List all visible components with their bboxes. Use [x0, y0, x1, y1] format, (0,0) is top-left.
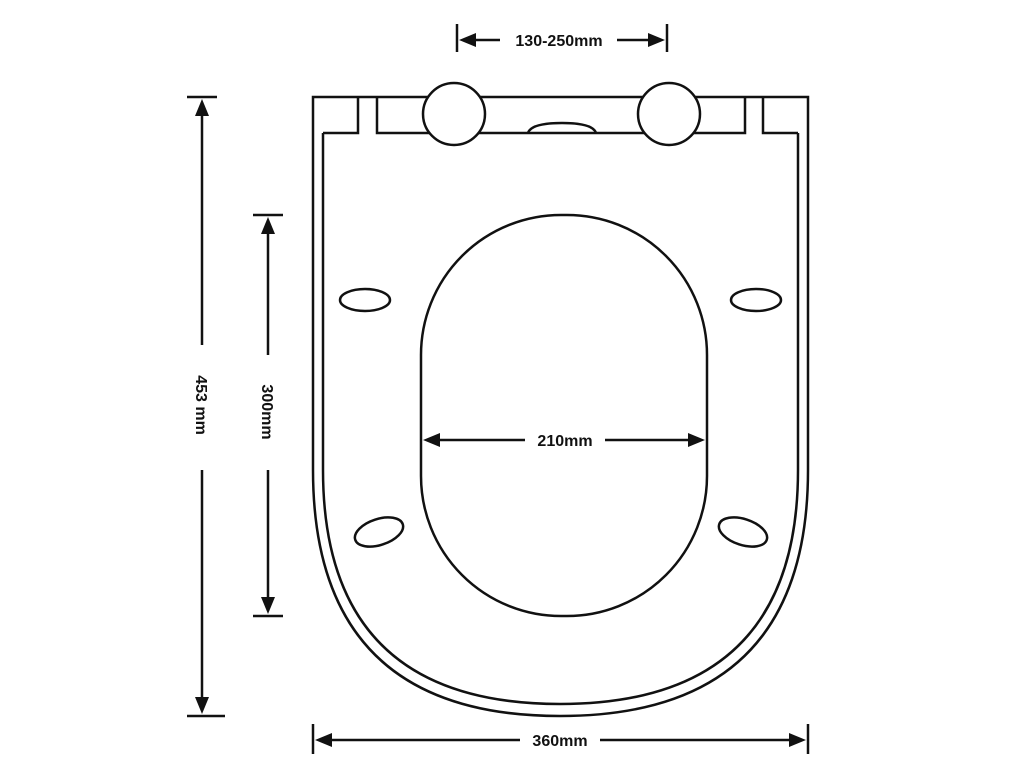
hinge-center-bump [526, 121, 598, 134]
hinge-plate [375, 97, 747, 135]
left-hinge-knob [421, 81, 487, 147]
right-notch [761, 97, 798, 135]
dimension-opening-length: 300mm [253, 213, 283, 618]
seat-outline [311, 95, 810, 718]
dimension-hinge-spacing: 130-250mm [455, 24, 669, 52]
right-hinge-knob [636, 81, 702, 147]
bumper-hole-top-left [338, 287, 392, 313]
overall-length-label: 453 mm [192, 375, 209, 435]
bumper-hole-bottom-left [353, 516, 405, 548]
hinge-spacing-label: 130-250mm [515, 33, 602, 50]
seat-outer-edge [311, 95, 810, 718]
opening-width-label: 210mm [537, 433, 592, 450]
dimension-overall-length: 453 mm [187, 95, 225, 718]
bumper-hole-top-right [729, 287, 783, 313]
overall-width-label: 360mm [532, 733, 587, 750]
seat-inner-rim [321, 133, 800, 706]
seat-opening [419, 213, 709, 618]
dimension-overall-width: 360mm [311, 724, 810, 754]
bumper-hole-bottom-right [717, 516, 769, 548]
opening-length-label: 300mm [258, 384, 275, 439]
left-notch [323, 97, 360, 135]
dimension-opening-width: 210mm [423, 433, 705, 450]
